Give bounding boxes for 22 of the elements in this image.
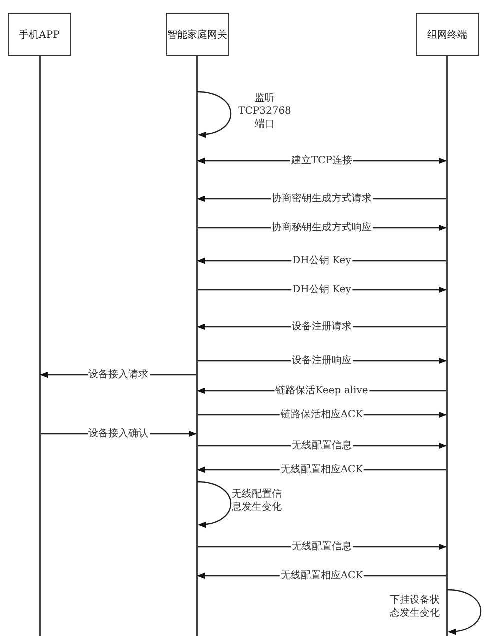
participant-box: 组网终端 <box>416 13 479 56</box>
edge-label: 无线配置相应ACK <box>280 464 364 476</box>
self-message-arrow <box>196 481 232 528</box>
edge-label: 无线配置信息 <box>291 440 353 452</box>
participant-box: 手机APP <box>8 13 71 56</box>
edge-label: 协商秘钥生成方式响应 <box>271 222 373 234</box>
edge-label: 协商密钥生成方式请求 <box>271 194 373 204</box>
self-message-arrow <box>196 91 232 138</box>
participant-box: 智能家庭网关 <box>166 13 229 56</box>
edge-label: 监听TCP32768端口 <box>238 92 292 131</box>
edge-label: 链路保活相应ACK <box>280 410 364 420</box>
edge-label: 设备接入确认 <box>88 428 150 440</box>
edge-label: 设备注册请求 <box>291 322 353 332</box>
self-message-arrow <box>446 589 482 635</box>
edge-label: 建立TCP连接 <box>290 156 354 166</box>
edge-label: 无线配置信息 <box>291 542 353 552</box>
edge-label: DH公钥 Key <box>292 256 352 266</box>
edge-label: 设备注册响应 <box>291 356 353 366</box>
edge-label: 设备接入请求 <box>88 370 150 380</box>
edge-label: 链路保活Keep alive <box>274 386 370 396</box>
edge-label: DH公钥 Key <box>292 284 352 296</box>
edge-label: 无线配置相应ACK <box>280 570 364 582</box>
